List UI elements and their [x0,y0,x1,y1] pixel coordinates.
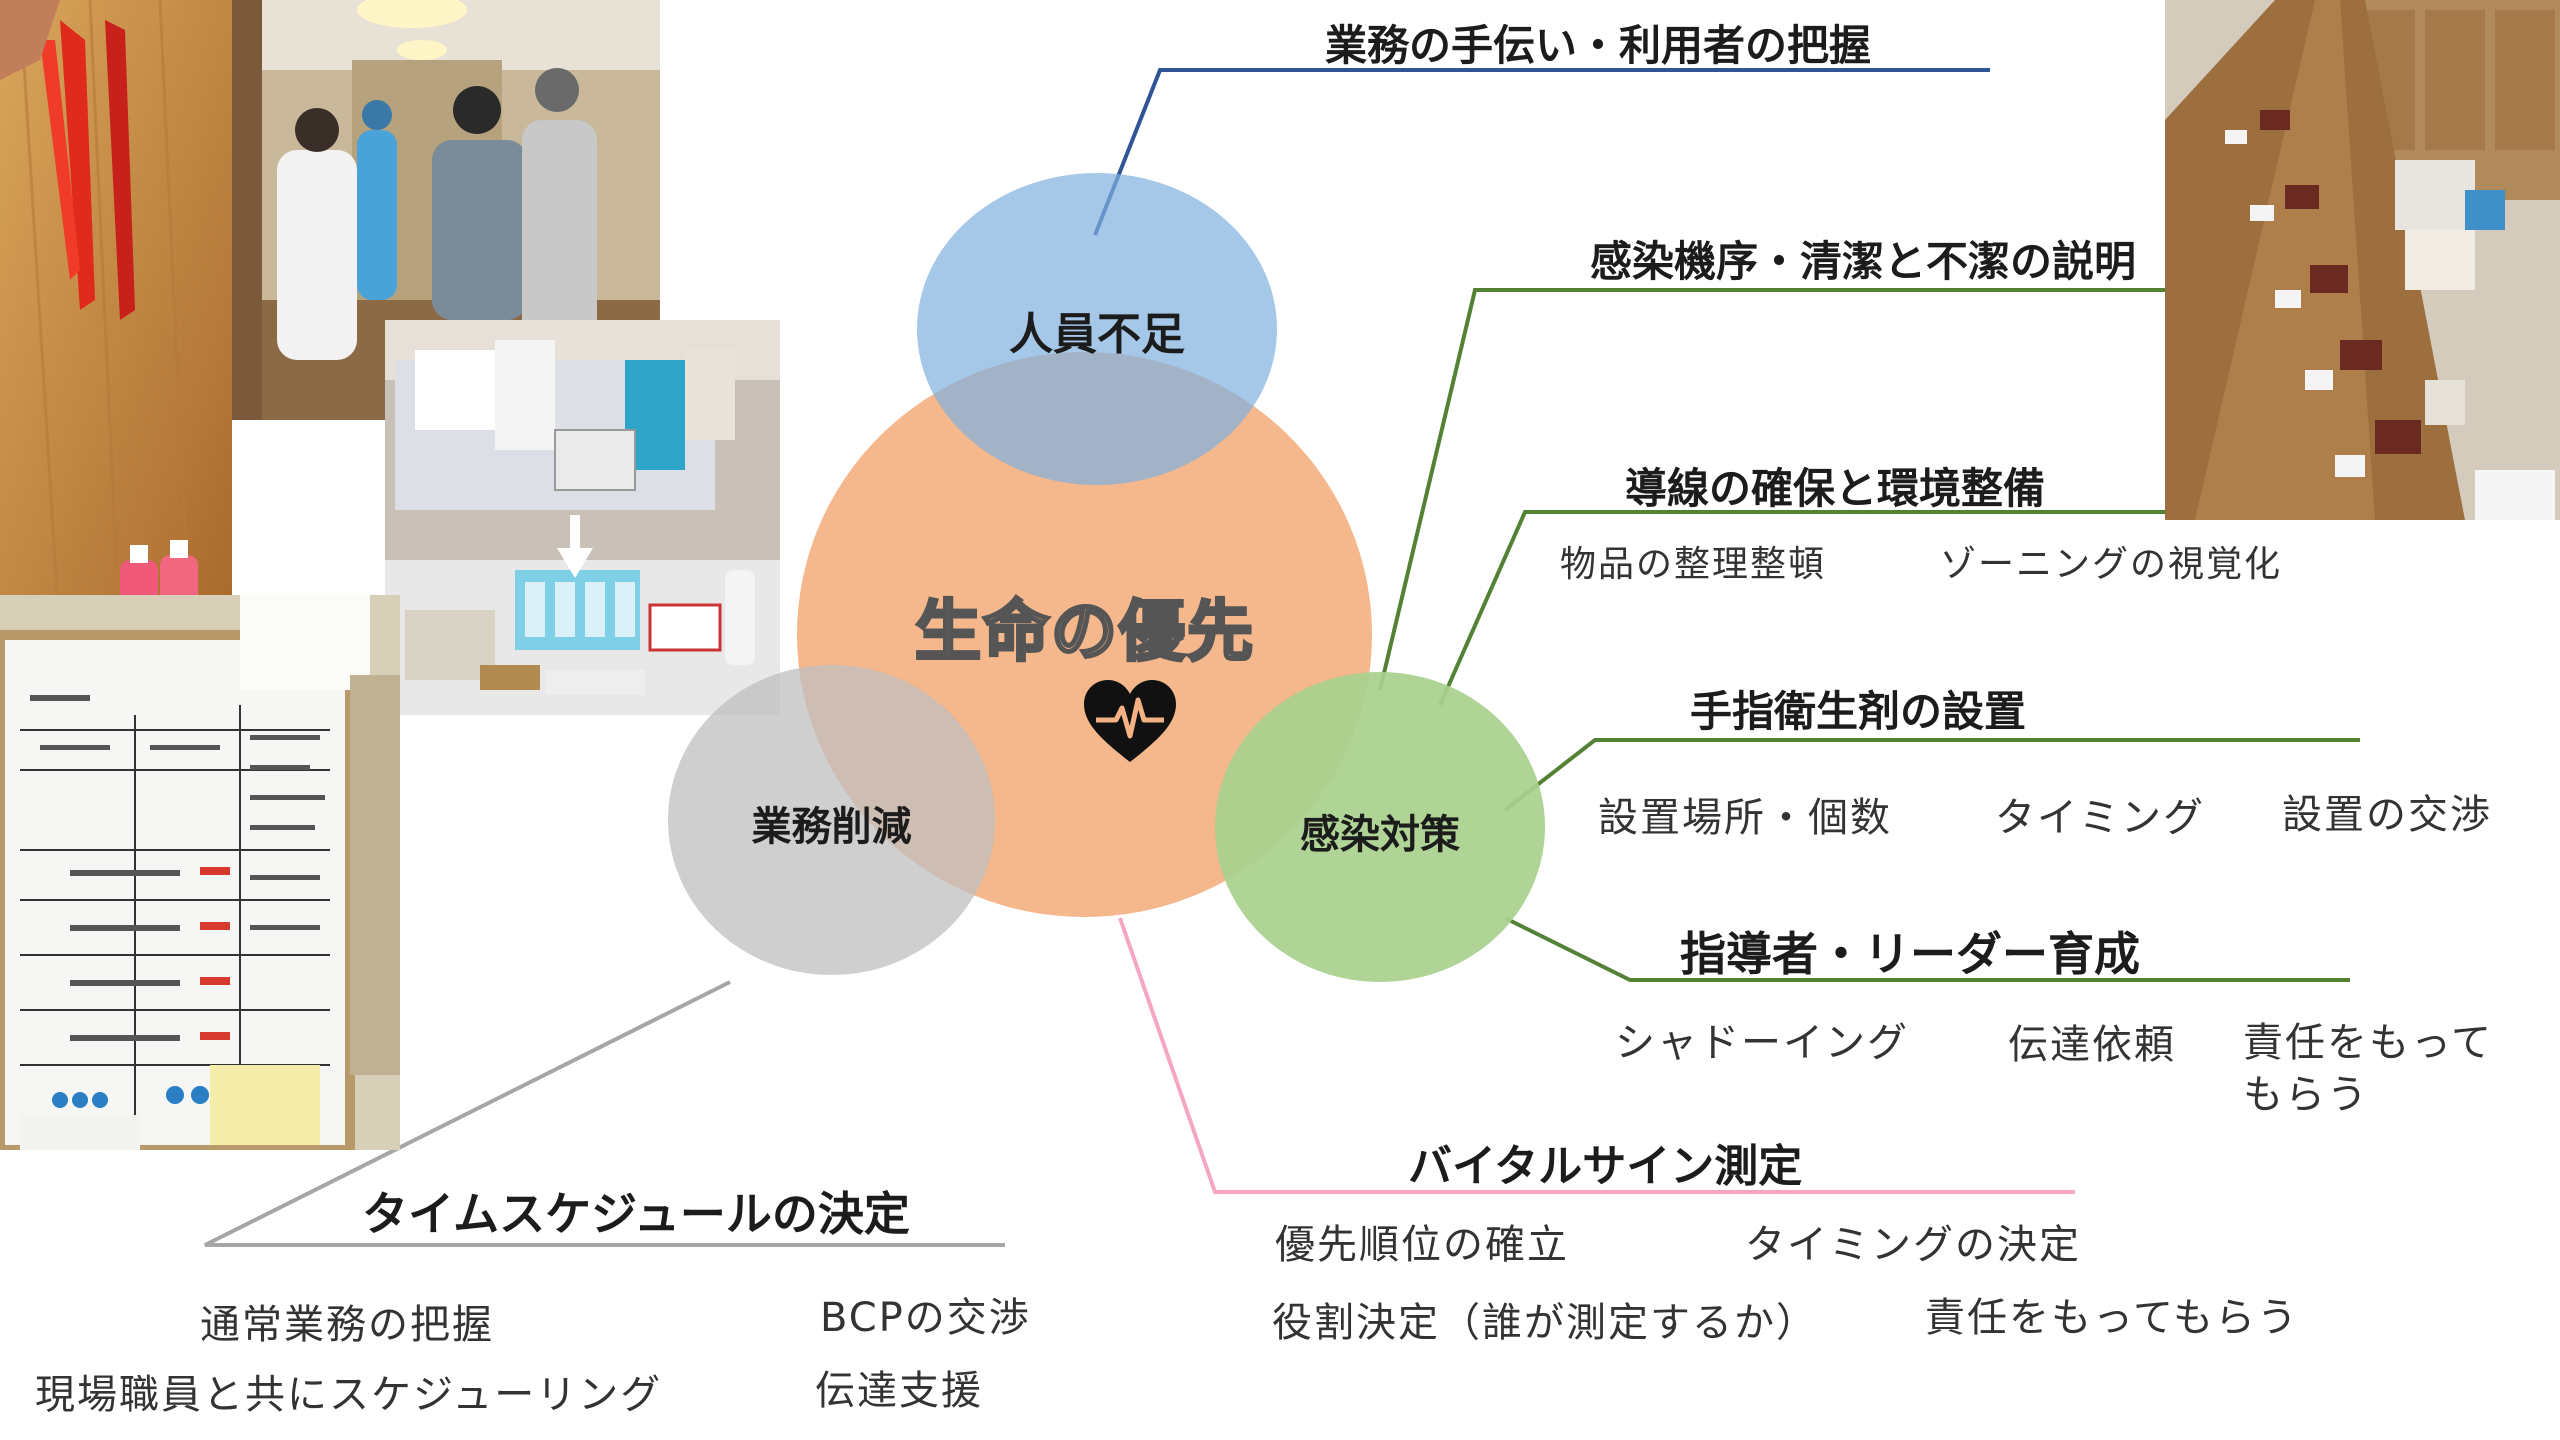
sanitizer-item: 設置場所・個数 [1598,795,1892,841]
infection-control-label: 感染対策 [1300,812,1460,858]
line-schedule [204,980,1005,1247]
vital-item: タイミングの決定 [1745,1222,2081,1268]
schedule-item: 現場職員と共にスケジューリング [35,1372,663,1418]
schedule-item: BCPの交渉 [820,1295,1031,1341]
line-infection-route [1378,288,2165,691]
photo-dining-table [2165,0,2560,520]
photo-lanyards [0,0,232,640]
schedule-item: 通常業務の把握 [200,1302,494,1348]
circle-staff-shortage [917,173,1277,485]
line-flow [1438,510,2165,706]
vital-item: 役割決定（誰が測定するか） [1272,1300,1818,1346]
leader-item: もらう [2243,1072,2369,1118]
heart-pulse-icon [1082,678,1178,766]
heading-infection-route: 感染機序・清潔と不潔の説明 [1590,237,2137,286]
vital-item: 責任をもってもらう [1925,1295,2299,1341]
heading-flow-line: 導線の確保と環境整備 [1625,464,2046,513]
circle-infection-control [1215,672,1545,982]
leader-item: 伝達依頼 [2008,1022,2176,1068]
photo-supplies [385,320,780,715]
heading-staff-support: 業務の手伝い・利用者の把握 [1325,21,1872,70]
sanitizer-item: 設置の交渉 [2282,792,2492,838]
flow-item: ゾーニングの視覚化 [1940,544,2283,585]
heading-schedule: タイムスケジュールの決定 [362,1187,910,1241]
heading-leader: 指導者・リーダー育成 [1680,927,2140,981]
line-leader [1504,916,2350,982]
work-reduction-label: 業務削減 [751,804,912,850]
heading-vital-signs: バイタルサイン測定 [1408,1141,1803,1192]
vital-item: 優先順位の確立 [1275,1222,1569,1268]
center-title: 生命の優先 [914,592,1255,672]
line-staff-support [1093,68,1990,236]
heading-sanitizer: 手指衛生剤の設置 [1690,687,2027,736]
photo-whiteboard [0,595,400,1150]
staff-shortage-label: 人員不足 [1009,309,1185,360]
leader-item: 責任をもって [2243,1020,2493,1066]
schedule-item: 伝達支援 [815,1368,983,1414]
sanitizer-item: タイミング [1995,795,2205,841]
circle-work-reduction [668,665,995,975]
flow-item: 物品の整理整頓 [1560,544,1827,585]
line-vital [1118,917,2075,1194]
leader-item: シャドーイング [1615,1020,1909,1066]
